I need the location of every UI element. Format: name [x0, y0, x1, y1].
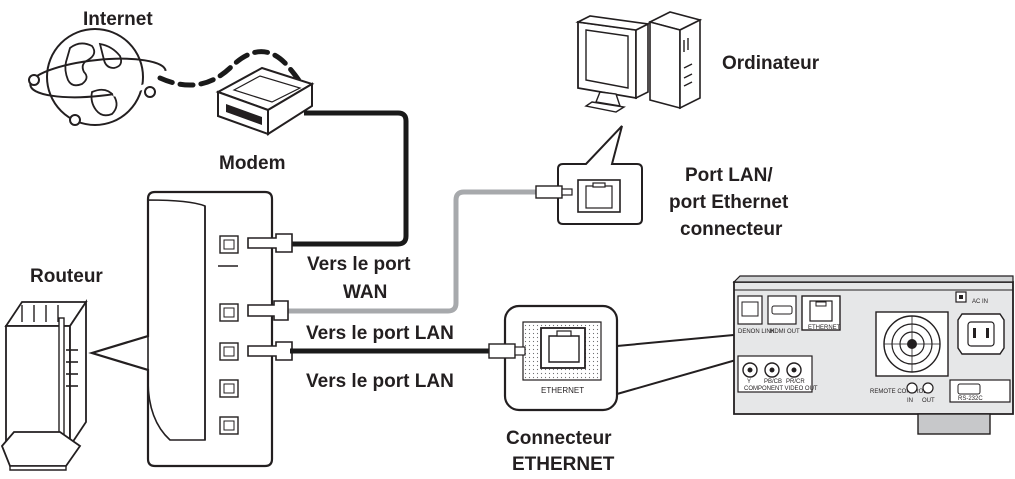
modem-icon	[215, 66, 315, 136]
device-ethernet-text: ETHERNET	[808, 325, 841, 331]
router-port-1-icon	[219, 235, 239, 254]
wan-cable	[292, 110, 409, 247]
ethernet-port-label: ETHERNET	[541, 386, 584, 395]
connector-label-line2: ETHERNET	[512, 454, 615, 475]
comp-pb-text: PB/CB	[764, 379, 782, 385]
to-lan-label-a: Vers le port LAN	[306, 323, 454, 344]
lan-port-label-line3: connecteur	[680, 219, 783, 240]
to-lan-label-b: Vers le port LAN	[306, 371, 454, 392]
lan-port-label-line2: port Ethernet	[669, 192, 789, 213]
computer-plug-at-router-icon	[247, 300, 289, 321]
comp-pr-text: PR/CR	[786, 379, 805, 385]
router-port-5-icon	[219, 416, 239, 435]
computer-icon	[575, 11, 703, 113]
lan-port-label-line1: Port LAN/	[685, 165, 773, 186]
device-cable-plug-icon	[488, 343, 526, 359]
computer-lan-cable	[286, 189, 538, 314]
router-port-2-icon	[219, 303, 239, 322]
device-plug-at-router-icon	[247, 341, 293, 361]
globe-icon	[27, 28, 169, 126]
blu-ray-player-rear-panel: DENON LINK HDMI OUT ETHERNET Y PB/CB PR/…	[732, 275, 1014, 435]
remote-control-text: REMOTE CONTROL	[870, 389, 927, 395]
router-port-4-icon	[219, 379, 239, 398]
router-label: Routeur	[30, 266, 103, 287]
computer-cable-plug-icon	[535, 185, 573, 199]
router-zoom-callout	[88, 190, 274, 468]
wan-plug-icon	[247, 233, 293, 253]
to-wan-label-line2: WAN	[343, 282, 387, 303]
ac-in-text: AC IN	[972, 299, 988, 305]
router-icon	[0, 299, 88, 471]
comp-y-text: Y	[747, 379, 751, 385]
ir-out-text: OUT	[922, 398, 935, 404]
component-video-text: COMPONENT VIDEO OUT	[744, 386, 818, 392]
denon-link-text: DENON LINK	[738, 329, 775, 335]
computer-label: Ordinateur	[722, 53, 820, 74]
router-port-3-icon	[219, 342, 239, 361]
connector-label-line1: Connecteur	[506, 428, 612, 449]
internet-label: Internet	[83, 9, 153, 30]
computer-lan-port-icon	[577, 179, 621, 213]
to-wan-label-line1: Vers le port	[307, 254, 411, 275]
hdmi-out-text: HDMI OUT	[770, 329, 800, 335]
ethernet-port-icon	[540, 327, 586, 369]
rs232c-text: RS-232C	[958, 396, 983, 402]
modem-label: Modem	[219, 153, 286, 174]
ir-in-text: IN	[907, 398, 913, 404]
